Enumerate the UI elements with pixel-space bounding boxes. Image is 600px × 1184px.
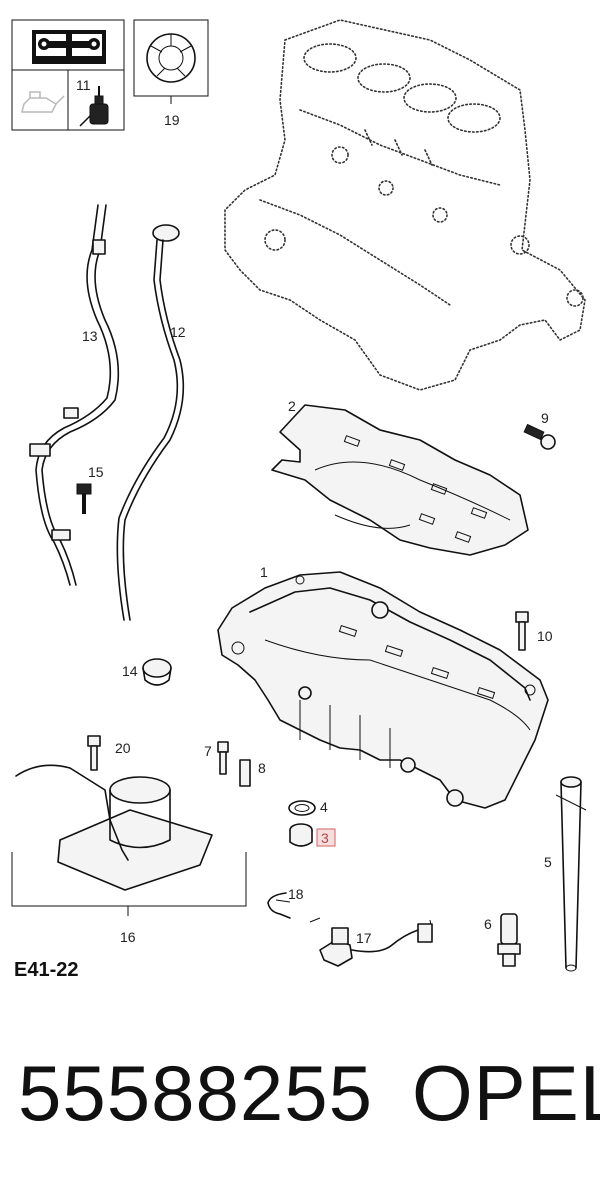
fitting-6: 6 (484, 913, 521, 967)
oil-dipstick: 12 (116, 224, 186, 621)
clip-18: 18 (267, 886, 304, 919)
callout-10: 10 (537, 628, 553, 644)
footer: 55588255 OPEL (0, 1048, 600, 1138)
clip-ring-icon (146, 33, 196, 83)
callout-13: 13 (82, 328, 98, 344)
drain-plug-3: 3 (289, 823, 336, 847)
highlight-box (316, 828, 336, 847)
callout-19: 19 (164, 112, 180, 128)
callout-7: 7 (204, 743, 212, 759)
special-tool: 20 16 (11, 735, 247, 945)
callout-9: 9 (541, 410, 549, 426)
bolt-8: 8 (239, 759, 266, 787)
bolt-10: 10 (515, 611, 553, 651)
washer-4: 4 (288, 799, 328, 816)
legend-table: 11 (11, 19, 125, 131)
oil-level-sensor: 17 (309, 917, 433, 967)
callout-14: 14 (122, 663, 138, 679)
callout-5: 5 (544, 854, 552, 870)
parts-diagram: 11 19 (11, 19, 587, 981)
engine-block (224, 19, 586, 391)
manual-book-icon (32, 30, 106, 64)
callout-6: 6 (484, 916, 492, 932)
callout-8: 8 (258, 760, 266, 776)
plug-14: 14 (122, 658, 172, 686)
callout-20: 20 (115, 740, 131, 756)
guide-tube-5: 5 (544, 776, 587, 972)
callout-11: 11 (76, 77, 91, 93)
callout-1: 1 (260, 564, 268, 580)
bolt-9: 9 (523, 410, 556, 450)
section-code: E41-22 (14, 959, 79, 981)
callout-18: 18 (288, 886, 304, 902)
callout-4: 4 (320, 799, 328, 815)
callout-12: 12 (170, 324, 186, 340)
brand-name: OPEL (412, 1049, 600, 1137)
callout-17: 17 (356, 930, 372, 946)
bolt-7: 7 (204, 741, 229, 775)
callout-2: 2 (288, 398, 296, 414)
sealant-bottle-icon (79, 86, 109, 127)
callout-3: 3 (321, 830, 329, 846)
oil-baffle: 2 (271, 398, 529, 556)
callout-16: 16 (120, 929, 136, 945)
part-number: 55588255 (18, 1049, 374, 1137)
callout-15: 15 (88, 464, 104, 480)
dipstick-guide-tube: 13 (29, 204, 120, 586)
bolt-15: 15 (76, 464, 104, 514)
clip-ring-box: 19 (133, 19, 209, 128)
oil-pan: 1 (217, 564, 549, 809)
oil-can-icon (21, 91, 65, 113)
